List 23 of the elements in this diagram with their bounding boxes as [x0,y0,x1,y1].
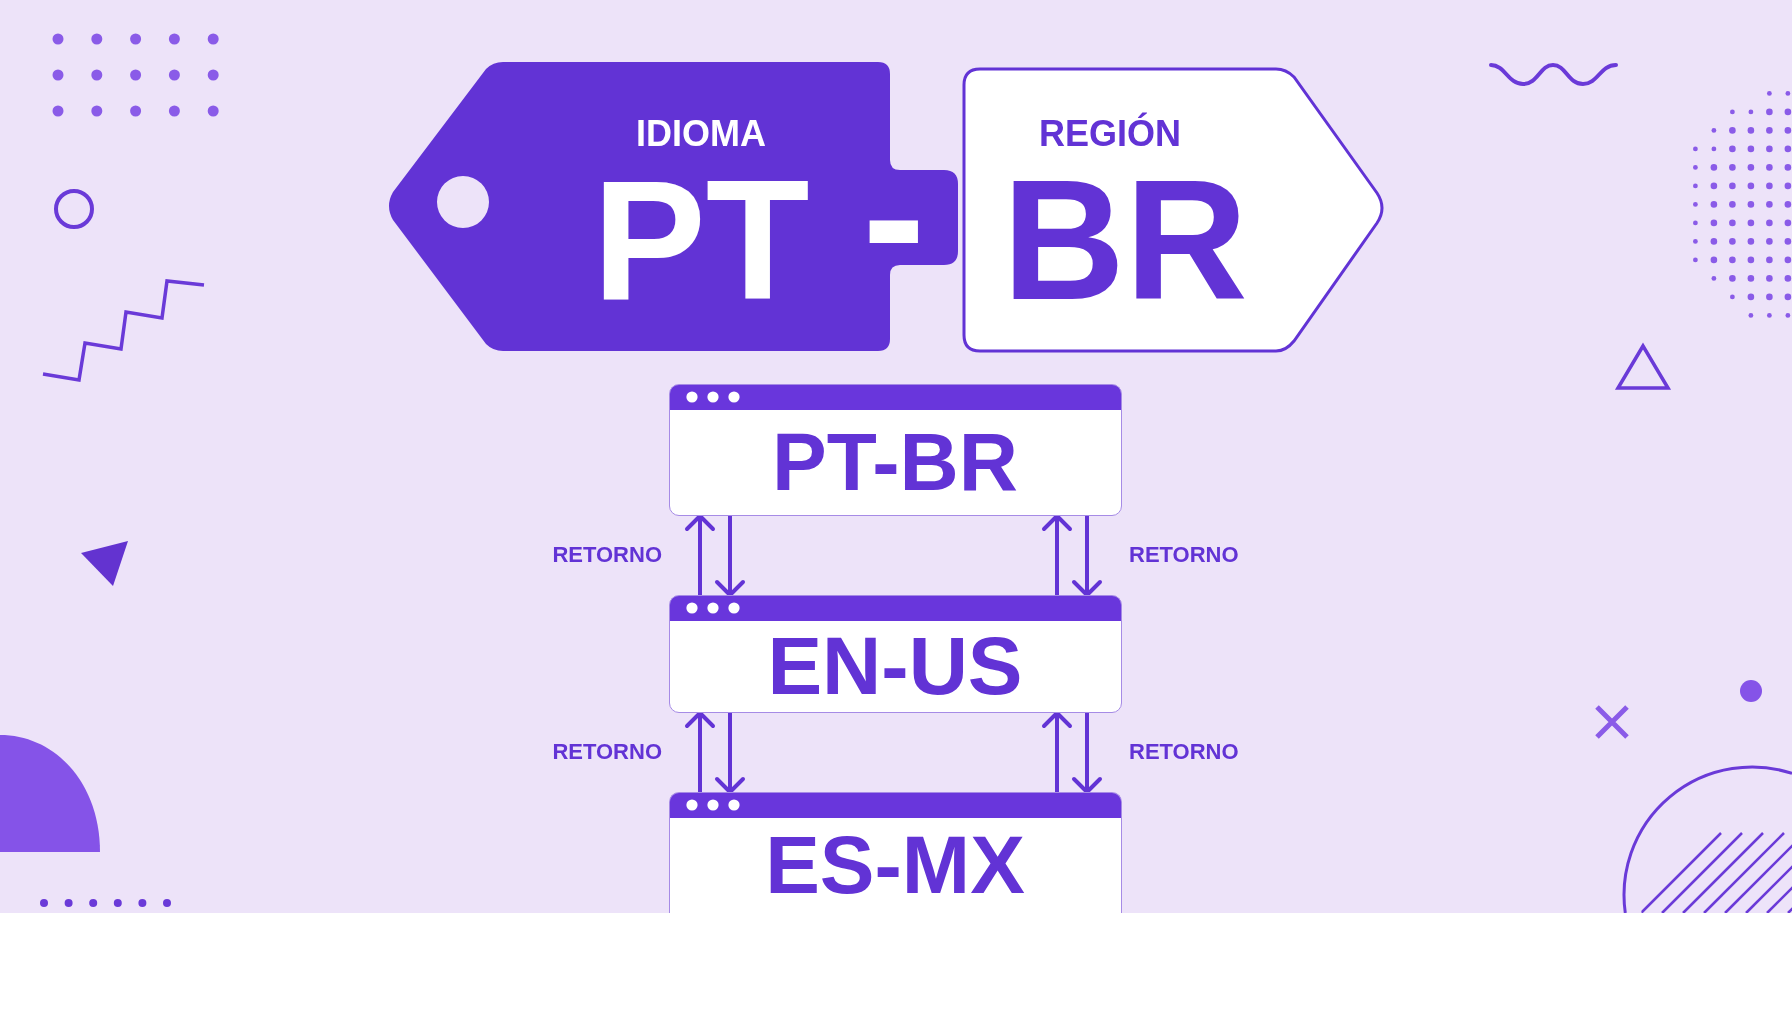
browser-window [669,595,1122,713]
arrow [685,711,715,792]
locale-code: PT-BR [772,431,1018,493]
tag-heading: REGIÓN [1039,112,1181,147]
tag-heading: IDIOMA [636,112,766,147]
edge-label: RETORNO [1129,547,1239,564]
arrow [1042,711,1072,792]
locale-code: ES-MX [765,833,1025,896]
arrow [715,516,745,597]
arrow [685,514,715,595]
arrow [1072,713,1102,794]
dash-separator: - [862,215,926,241]
arrow [715,713,745,794]
edge-label: RETORNO [1129,744,1239,761]
edge-label: RETORNO [552,547,662,564]
locale-code: EN-US [767,635,1023,697]
arrow [1072,516,1102,597]
browser-window [669,792,1122,913]
language-code: PT [592,177,810,305]
region-code: BR [1002,177,1248,305]
arrow [1042,514,1072,595]
edge-label: RETORNO [552,744,662,761]
browser-window [669,384,1122,516]
